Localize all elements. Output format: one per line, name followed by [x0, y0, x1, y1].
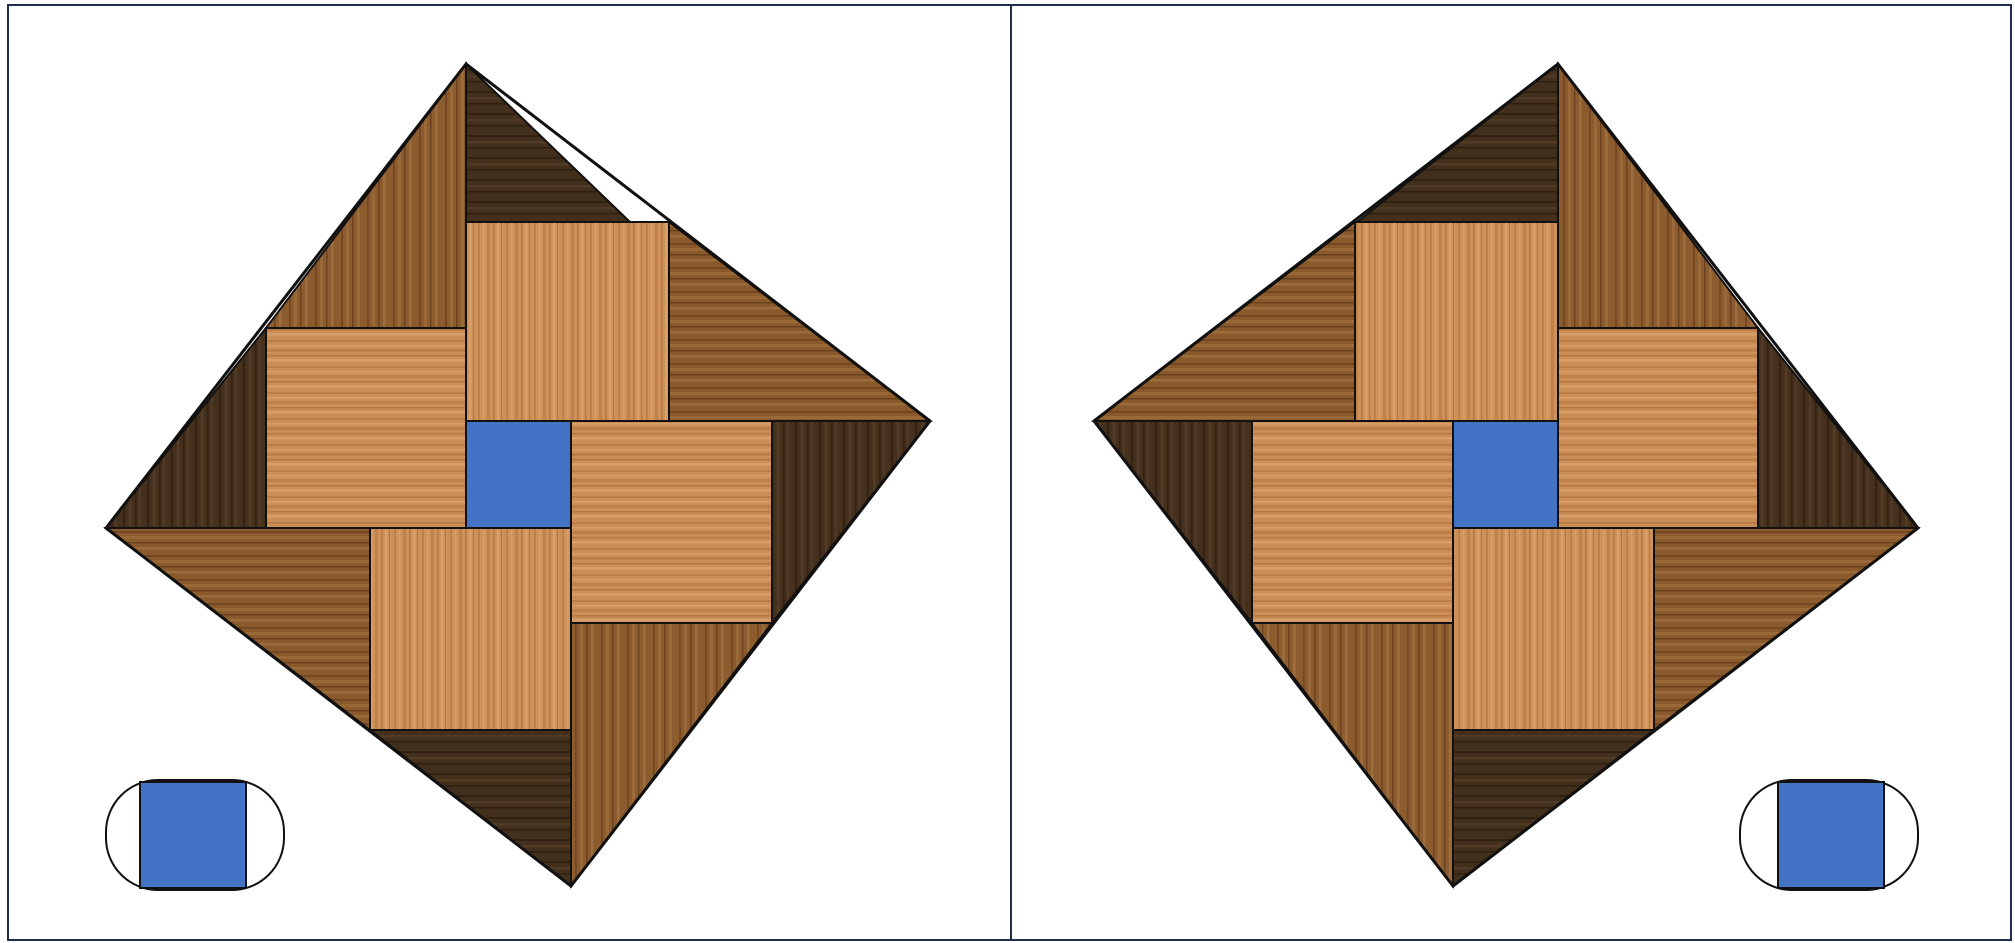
- badge-blue-square: [1778, 782, 1884, 888]
- oak-tile-bottom: [370, 528, 571, 730]
- oak-tile-right: [1558, 328, 1758, 528]
- center-blue-square: [1453, 421, 1558, 528]
- oak-tile-left: [266, 328, 466, 528]
- left-puzzle-panel: [106, 64, 930, 890]
- oak-tile-right: [571, 421, 772, 623]
- oak-tile-top: [466, 222, 669, 421]
- badge-blue-square: [140, 782, 246, 888]
- dark-triangle-top: [466, 64, 630, 222]
- right-puzzle-panel: [1094, 64, 1918, 890]
- oak-tile-left: [1252, 421, 1453, 623]
- oak-tile-bottom: [1453, 528, 1654, 730]
- center-blue-square: [466, 421, 571, 528]
- oak-tile-top: [1355, 222, 1558, 421]
